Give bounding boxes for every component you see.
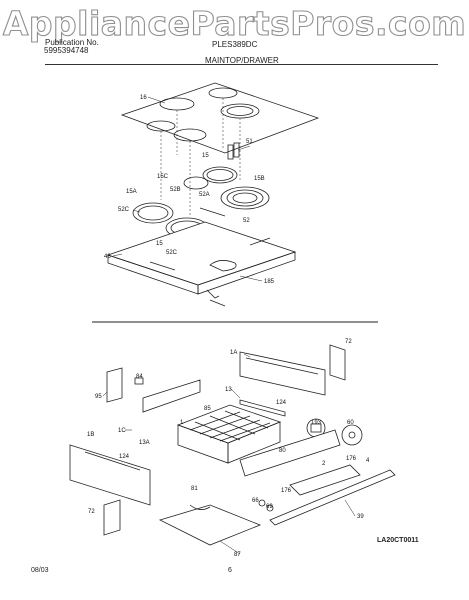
header-rule xyxy=(45,64,438,65)
page-number: 6 xyxy=(228,567,232,574)
label-85: 85 xyxy=(204,406,211,412)
label-52: 52 xyxy=(243,218,250,224)
label-15c: 15C xyxy=(157,174,169,180)
label-95: 95 xyxy=(95,394,102,400)
label-185: 185 xyxy=(264,279,275,285)
label-46: 46 xyxy=(104,254,111,260)
label-2: 2 xyxy=(322,461,326,467)
label-16: 16 xyxy=(140,95,147,101)
drawer-front-panel xyxy=(239,429,361,496)
watermark: AppliancePartsPros.com xyxy=(2,3,467,43)
label-1: 1 xyxy=(180,420,184,426)
label-39: 39 xyxy=(357,514,364,520)
label-51: 51 xyxy=(246,139,253,145)
label-193: 193 xyxy=(311,420,322,426)
label-52c-lower: 52C xyxy=(166,250,178,256)
label-15-lower: 15 xyxy=(156,241,163,247)
label-80: 80 xyxy=(279,448,286,454)
label-87: 87 xyxy=(234,552,241,558)
model-number: PLES389DC xyxy=(212,40,258,49)
footer-date: 08/03 xyxy=(31,567,49,574)
label-60: 60 xyxy=(347,420,354,426)
leader-lines xyxy=(102,96,356,555)
drawer-bottom xyxy=(158,499,274,546)
label-72-bottom: 72 xyxy=(88,509,95,515)
label-15: 15 xyxy=(202,153,209,159)
label-81: 81 xyxy=(191,486,198,492)
left-side-bracket xyxy=(106,367,144,403)
label-13a: 13A xyxy=(139,440,150,446)
label-176-right: 176 xyxy=(346,456,357,462)
label-176-mid: 176 xyxy=(281,488,292,494)
label-124-top: 124 xyxy=(276,400,287,406)
label-124-bottom: 124 xyxy=(119,454,130,460)
label-1c: 1C xyxy=(118,428,126,434)
label-69: 69 xyxy=(266,504,273,510)
label-52a: 52A xyxy=(199,192,210,198)
drawer-handle xyxy=(269,469,396,526)
drawer-slide xyxy=(239,399,286,417)
label-52c: 52C xyxy=(118,207,130,213)
label-66: 66 xyxy=(252,498,259,504)
back-panel xyxy=(239,344,346,396)
part-labels: 16 51 15 15C 15B 52B 52A 15A 52C 52 15 5… xyxy=(87,95,370,558)
drawer-side-rail xyxy=(142,379,201,413)
label-1b: 1B xyxy=(87,432,94,438)
publication-number: 5995394748 xyxy=(44,46,89,55)
label-84: 84 xyxy=(136,374,143,380)
diagram-code: LA20CT0011 xyxy=(377,537,419,544)
label-72-top: 72 xyxy=(345,339,352,345)
section-title: MAINTOP/DRAWER xyxy=(205,56,279,65)
label-15b: 15B xyxy=(254,176,265,182)
glass-cooktop xyxy=(120,82,320,154)
side-panel xyxy=(69,444,151,536)
maintop-chassis xyxy=(106,221,297,307)
round-parts xyxy=(306,418,363,446)
drawer-liner xyxy=(176,404,282,464)
publication-label: Publication No. xyxy=(45,38,99,47)
label-4: 4 xyxy=(366,458,370,464)
label-13: 13 xyxy=(225,387,232,393)
element-bracket xyxy=(227,142,240,160)
label-15a: 15A xyxy=(126,189,137,195)
label-52b: 52B xyxy=(170,187,181,193)
label-1a: 1A xyxy=(230,350,237,356)
